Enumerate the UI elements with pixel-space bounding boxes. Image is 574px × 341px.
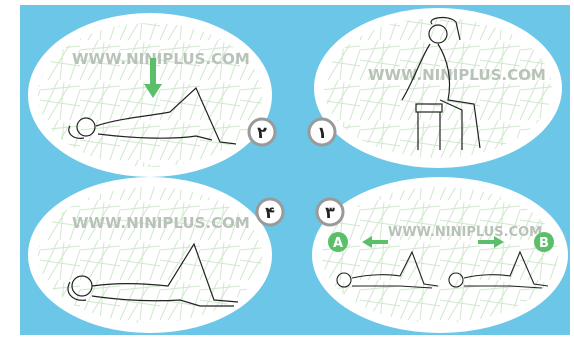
label-b: B	[539, 236, 549, 251]
panel-number-3: ۳	[325, 203, 335, 222]
panel-number-1: ۱	[317, 123, 327, 142]
watermark-4: WWW.NINIPLUS.COM	[72, 214, 250, 232]
panel-4: WWW.NINIPLUS.COM ۴	[28, 177, 283, 333]
panel-2: WWW.NINIPLUS.COM ۲	[28, 13, 275, 177]
panel-1: WWW.NINIPLUS.COM ۱	[309, 8, 562, 168]
label-a: A	[333, 236, 343, 251]
grass-texture-3	[322, 187, 558, 323]
right-arrow-shaft	[478, 240, 494, 244]
watermark-2: WWW.NINIPLUS.COM	[72, 50, 250, 68]
down-arrow-shaft	[150, 58, 156, 86]
panel-number-2: ۲	[257, 123, 267, 142]
grass-texture-1	[324, 18, 552, 158]
grass-texture-4	[38, 187, 262, 323]
watermark-1: WWW.NINIPLUS.COM	[368, 66, 546, 84]
watermark-3: WWW.NINIPLUS.COM	[388, 225, 542, 240]
panel-3: WWW.NINIPLUS.COM A B ۳	[312, 177, 568, 333]
panel-number-4: ۴	[265, 203, 275, 222]
grass-texture-2	[38, 23, 262, 167]
left-arrow-shaft	[372, 240, 388, 244]
